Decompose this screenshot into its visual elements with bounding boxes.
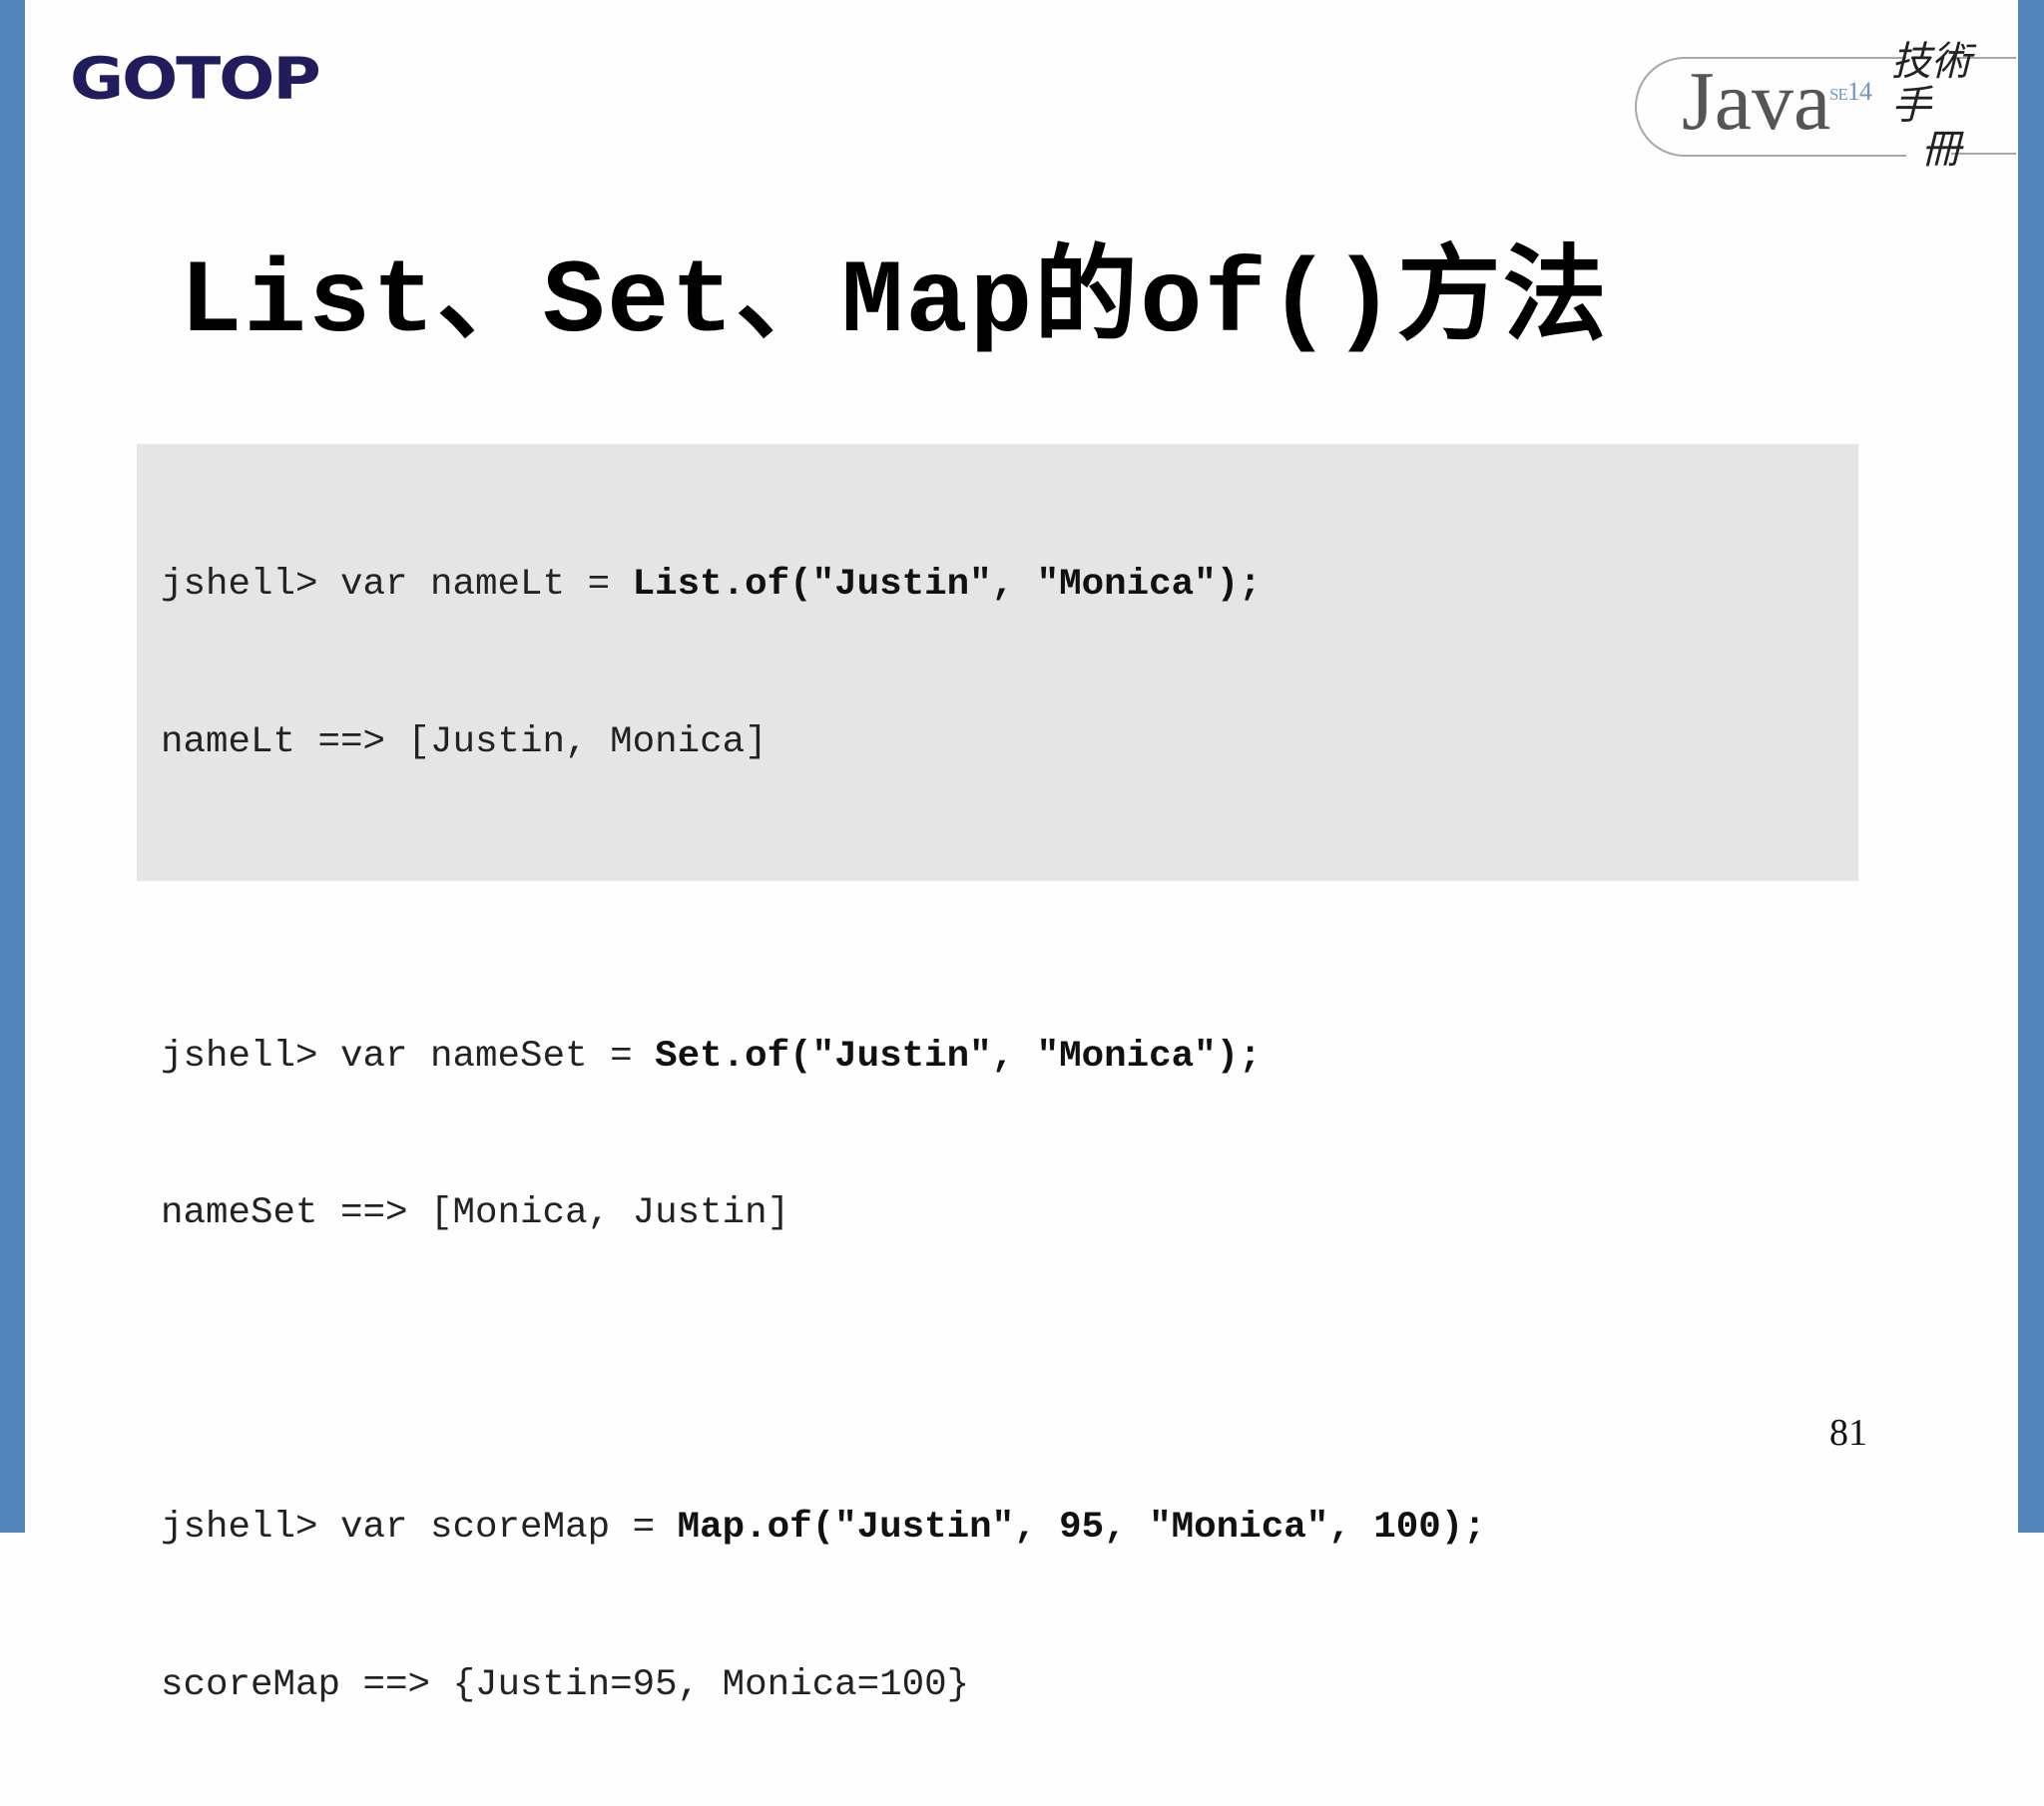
subtitle-char: 手: [1891, 83, 1931, 129]
left-accent-bar: [0, 0, 25, 1533]
right-accent-bar: [2018, 0, 2044, 1533]
book-logo-java-word: Java: [1682, 55, 1831, 148]
code-bold: Set.of("Justin", "Monica");: [655, 1035, 1262, 1078]
code-line-input: jshell> var nameSet = Set.of("Justin", "…: [161, 1021, 1486, 1078]
jshell-prompt: jshell>: [161, 1507, 341, 1549]
subtitle-char: 冊: [1921, 127, 1961, 173]
code-plain: var scoreMap =: [340, 1507, 678, 1549]
code-gap: [161, 1335, 1486, 1388]
code-plain: var nameSet =: [340, 1035, 656, 1078]
edition-prefix: SE: [1829, 85, 1848, 104]
book-logo-rule-bottom: [1951, 153, 2016, 155]
book-logo-rule-top: [1951, 57, 2016, 59]
book-logo-frame: [1635, 57, 1906, 157]
book-logo-edition: SE14: [1829, 77, 1872, 107]
code-bold: Map.of("Justin", 95, "Monica", 100);: [677, 1507, 1486, 1549]
code-line-output: nameLt ==> [Justin, Monica]: [161, 720, 767, 763]
subtitle-char: 技: [1891, 39, 1931, 85]
slide-title: List、Set、Map的of()方法: [180, 244, 1609, 362]
jshell-prompt: jshell>: [161, 1035, 341, 1078]
page-number: 81: [1829, 1412, 1867, 1454]
code-gap: [161, 863, 1486, 916]
code-line-output: scoreMap ==> {Justin=95, Monica=100}: [161, 1663, 970, 1706]
book-logo-subtitle: 技術 手 冊: [1891, 40, 1981, 172]
code-line-input: jshell> var nameLt = List.of("Justin", "…: [161, 549, 1486, 606]
jshell-prompt: jshell>: [161, 564, 341, 606]
edition-number: 14: [1846, 77, 1872, 106]
code-block: jshell> var nameLt = List.of("Justin", "…: [137, 444, 1858, 1706]
gotop-logo: GOTOP: [70, 44, 321, 113]
code-line-output: nameSet ==> [Monica, Justin]: [161, 1192, 790, 1234]
subtitle-char: 術: [1931, 39, 1971, 85]
code-plain: var nameLt =: [340, 564, 633, 606]
jshell-transcript: jshell> var nameLt = List.of("Justin", "…: [161, 444, 1486, 1806]
java-book-logo: Java SE14 技術 手 冊: [1632, 40, 2021, 180]
code-bold: List.of("Justin", "Monica");: [632, 564, 1262, 606]
code-line-input: jshell> var scoreMap = Map.of("Justin", …: [161, 1492, 1486, 1549]
